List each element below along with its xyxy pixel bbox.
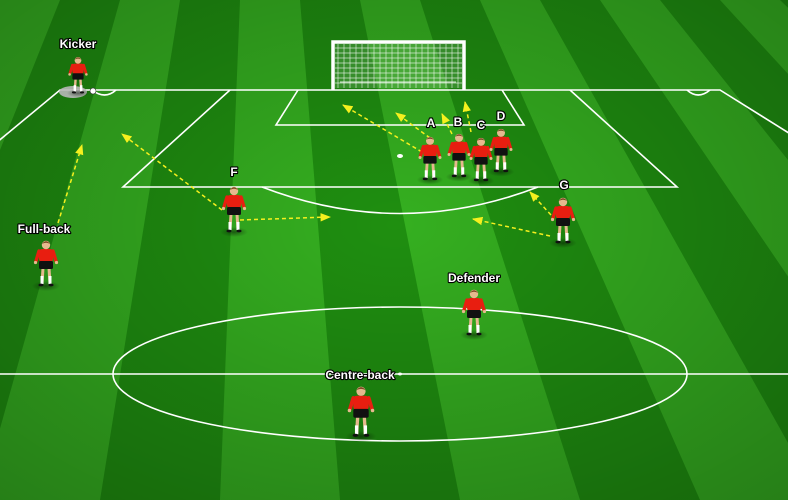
goal-line bbox=[0, 89, 788, 141]
player-defender bbox=[460, 289, 488, 340]
arrow-g-run bbox=[529, 191, 552, 216]
arrow-a-run bbox=[342, 104, 423, 153]
pitch-markings bbox=[0, 89, 788, 442]
goal-net bbox=[331, 40, 466, 90]
label-kicker: Kicker bbox=[60, 37, 97, 51]
centre-circle bbox=[112, 306, 688, 442]
ball-marker bbox=[397, 154, 403, 158]
corner-arc-right bbox=[686, 89, 711, 96]
label-c: C bbox=[477, 118, 486, 132]
label-f: F bbox=[230, 165, 237, 179]
player-centre-back bbox=[345, 386, 377, 442]
player-g bbox=[549, 197, 577, 248]
six-yard-box bbox=[274, 89, 526, 126]
label-centre-back: Centre-back bbox=[325, 368, 395, 382]
label-g: G bbox=[559, 178, 568, 192]
label-full-back: Full-back bbox=[18, 222, 71, 236]
label-a: A bbox=[427, 116, 436, 130]
arrow-a-short bbox=[395, 112, 431, 139]
label-defender: Defender bbox=[448, 271, 500, 285]
player-kicker bbox=[66, 57, 90, 98]
player-f bbox=[220, 186, 248, 237]
arrow-b-run bbox=[441, 113, 453, 135]
player-labels: Kicker Full-back F G A B C D Defender Ce… bbox=[17, 36, 570, 383]
penalty-area-lines bbox=[120, 89, 680, 188]
label-b: B bbox=[454, 115, 463, 129]
arrow-g-across bbox=[471, 216, 551, 237]
arrow-c-run bbox=[462, 100, 472, 133]
player-full-back bbox=[32, 240, 60, 291]
movement-arrows bbox=[57, 100, 552, 237]
ball bbox=[89, 87, 97, 95]
player-d bbox=[487, 128, 515, 177]
player-b bbox=[445, 133, 473, 182]
player-c bbox=[467, 137, 495, 186]
player-a bbox=[416, 136, 444, 185]
label-d: D bbox=[497, 109, 506, 123]
penalty-arc bbox=[261, 186, 539, 215]
arrow-f-across bbox=[239, 213, 332, 222]
centre-spot bbox=[398, 372, 402, 376]
players bbox=[32, 57, 577, 442]
